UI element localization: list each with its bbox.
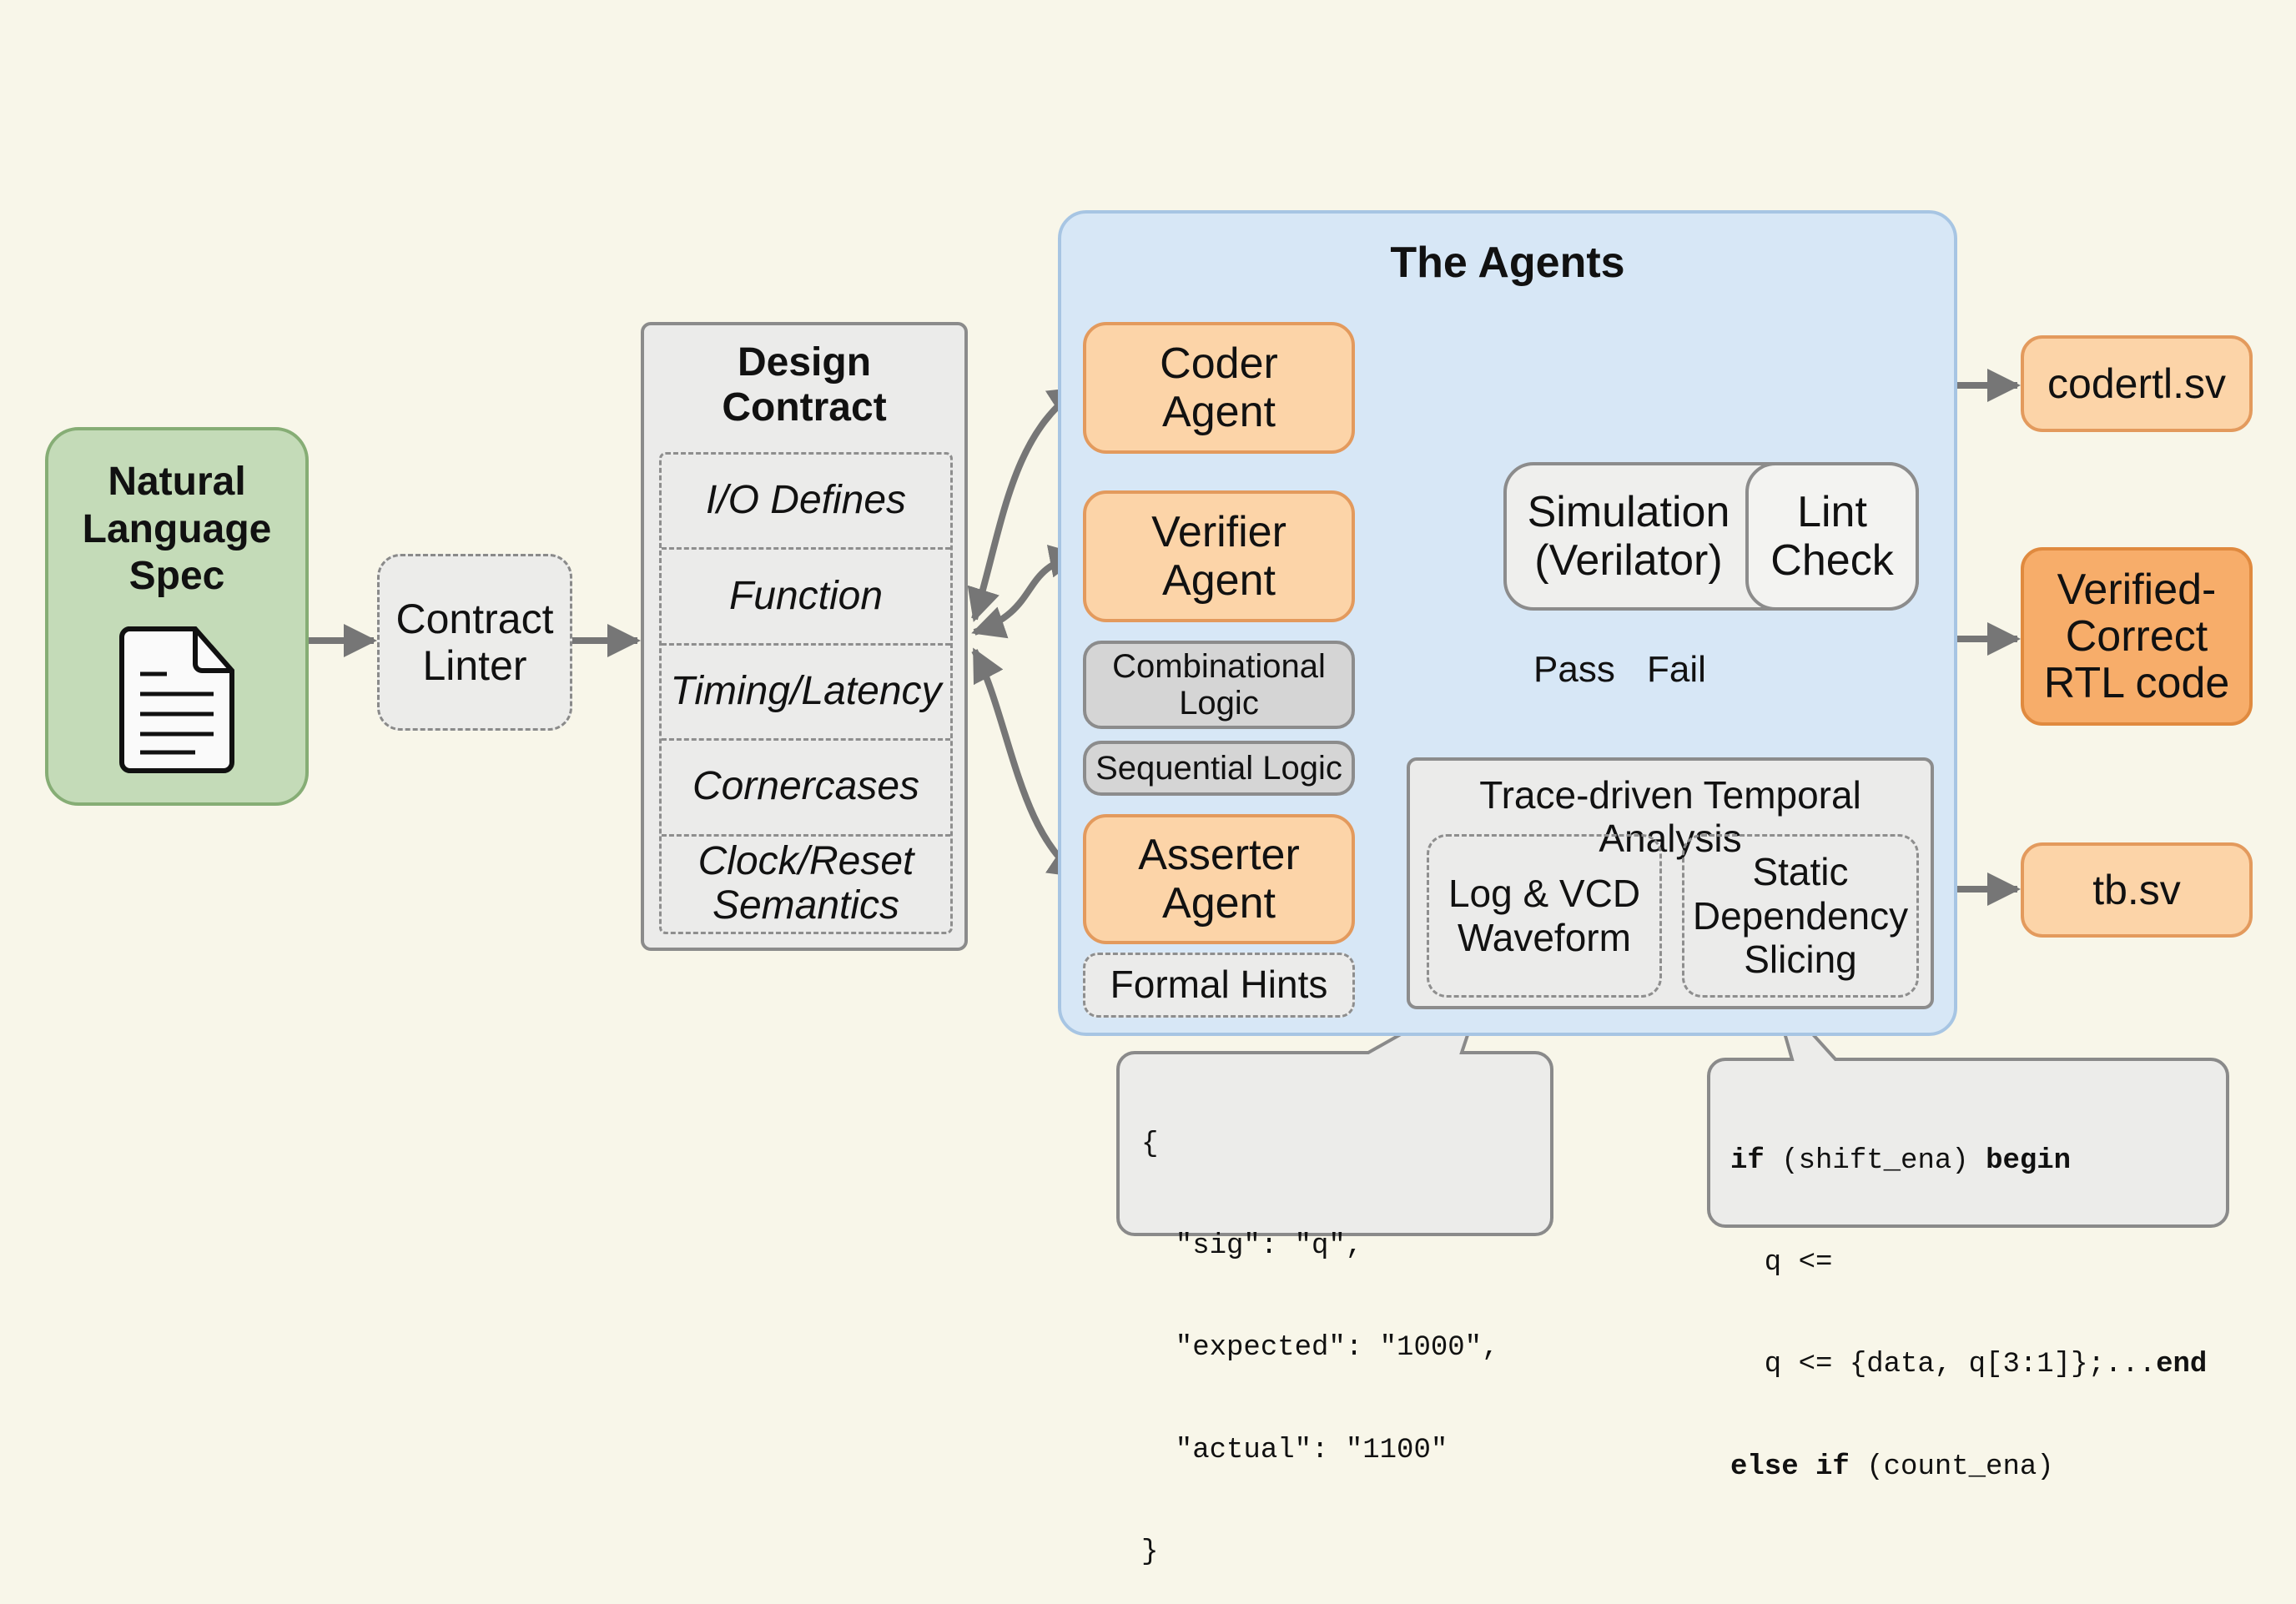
spec-title-line: Natural [108, 460, 246, 504]
sim-label-line: (Verilator) [1534, 536, 1723, 585]
linter-label-line: Contract [395, 596, 554, 642]
logvcd-label-line: Waveform [1458, 916, 1631, 959]
verifier-agent-node: Verifier Agent [1083, 490, 1355, 622]
verifier-label-line: Agent [1162, 556, 1276, 605]
verified-label-line: Correct [2065, 611, 2208, 661]
contract-items: I/O Defines Function Timing/Latency Corn… [659, 452, 953, 934]
lint-label-line: Check [1770, 536, 1894, 585]
contract-item-timing-latency: Timing/Latency [662, 646, 950, 742]
logvcd-label-line: Log & VCD [1448, 872, 1641, 916]
json-line: } [1141, 1536, 1159, 1569]
coder-agent-node: Coder Agent [1083, 322, 1355, 454]
tb-output-node: tb.sv [2021, 842, 2253, 938]
json-line: "sig": "q", [1141, 1229, 1363, 1262]
code-callout-bubble [1707, 988, 2229, 1228]
verified-label-line: RTL code [2043, 659, 2230, 708]
code-keyword: else if [1730, 1451, 1850, 1483]
code-text: q <= {data, q[3:1]};... [1730, 1349, 2157, 1381]
code-line: q <= [1730, 1246, 2207, 1280]
verified-label-line: Verified- [2057, 565, 2217, 614]
contract-item-function: Function [662, 550, 950, 646]
slicing-label-line: Slicing [1744, 938, 1857, 982]
static-dependency-slicing-node: Static Dependency Slicing [1682, 834, 1919, 998]
json-line: "actual": "1100" [1141, 1434, 1448, 1466]
lint-check-node: Lint Check [1745, 462, 1919, 611]
comb-label-line: Combinational [1112, 648, 1326, 685]
contract-item-cornercases: Cornercases [662, 741, 950, 837]
coder-label-line: Coder [1160, 339, 1278, 388]
linter-label-line: Linter [422, 642, 527, 689]
rtl-slice-callout: if (shift_ena) begin q <= q <= {data, q[… [1730, 1076, 2207, 1518]
tb-label: tb.sv [2092, 867, 2181, 913]
agents-title: The Agents [1390, 239, 1625, 287]
asserter-label-line: Agent [1162, 879, 1276, 928]
code-keyword: begin [1986, 1144, 2072, 1177]
asserter-label-line: Asserter [1138, 830, 1300, 879]
document-icon [119, 626, 234, 773]
json-trace-callout: { "sig": "q", "expected": "1000", "actua… [1141, 1059, 1498, 1604]
code-line: if (shift_ena) begin [1730, 1144, 2207, 1179]
code-line: else if (count_ena) [1730, 1451, 2207, 1485]
trace-title: Trace-driven Temporal Analysis [1479, 773, 1861, 860]
code-text: (count_ena) [1849, 1451, 2054, 1483]
comb-label-line: Logic [1179, 685, 1259, 722]
json-callout-bubble [1116, 983, 1553, 1236]
contract-title-line: Design [737, 340, 872, 385]
spec-title-line: Spec [128, 554, 225, 599]
trace-analysis-node: Trace-driven Temporal Analysis Log & VCD… [1407, 757, 1934, 1009]
json-line: { [1141, 1128, 1159, 1160]
hints-label: Formal Hints [1110, 963, 1328, 1007]
sequential-logic-node: Sequential Logic [1083, 741, 1355, 796]
code-text: q <= [1730, 1246, 1833, 1279]
simulation-lint-node: Simulation (Verilator) Lint Check [1503, 462, 1919, 611]
combinational-logic-node: Combinational Logic [1083, 641, 1355, 729]
lint-label-line: Lint [1797, 487, 1867, 536]
contract-linter-node: Contract Linter [377, 554, 572, 731]
pass-label: Pass [1533, 649, 1615, 690]
design-contract-node: Design Contract I/O Defines Function Tim… [641, 322, 968, 951]
sim-label-line: Simulation [1527, 487, 1730, 536]
contract-title-line: Contract [722, 385, 887, 430]
seq-label: Sequential Logic [1095, 750, 1342, 787]
codertl-label: codertl.sv [2047, 360, 2226, 407]
simulation-node: Simulation (Verilator) [1507, 465, 1750, 607]
natural-language-spec-node: Natural Language Spec [45, 427, 309, 806]
fail-label: Fail [1647, 649, 1706, 690]
log-vcd-waveform-node: Log & VCD Waveform [1427, 834, 1662, 998]
verifier-label-line: Verifier [1151, 507, 1286, 556]
coder-label-line: Agent [1162, 388, 1276, 436]
contract-item-io-defines: I/O Defines [662, 455, 950, 551]
asserter-agent-node: Asserter Agent [1083, 814, 1355, 944]
spec-title-line: Language [82, 506, 272, 551]
code-text: (shift_ena) [1764, 1144, 1986, 1177]
code-line: q <= {data, q[3:1]};...end [1730, 1348, 2208, 1382]
codertl-output-node: codertl.sv [2021, 335, 2253, 432]
json-line: "expected": "1000", [1141, 1332, 1499, 1365]
slicing-label-line: Dependency [1692, 893, 1909, 938]
formal-hints-node: Formal Hints [1083, 953, 1355, 1018]
code-keyword: if [1730, 1144, 1765, 1177]
contract-item-clock-reset: Clock/Reset Semantics [697, 838, 914, 928]
slicing-label-line: Static [1752, 849, 1849, 893]
verified-rtl-output-node: Verified- Correct RTL code [2021, 547, 2253, 726]
code-keyword: end [2156, 1349, 2208, 1381]
